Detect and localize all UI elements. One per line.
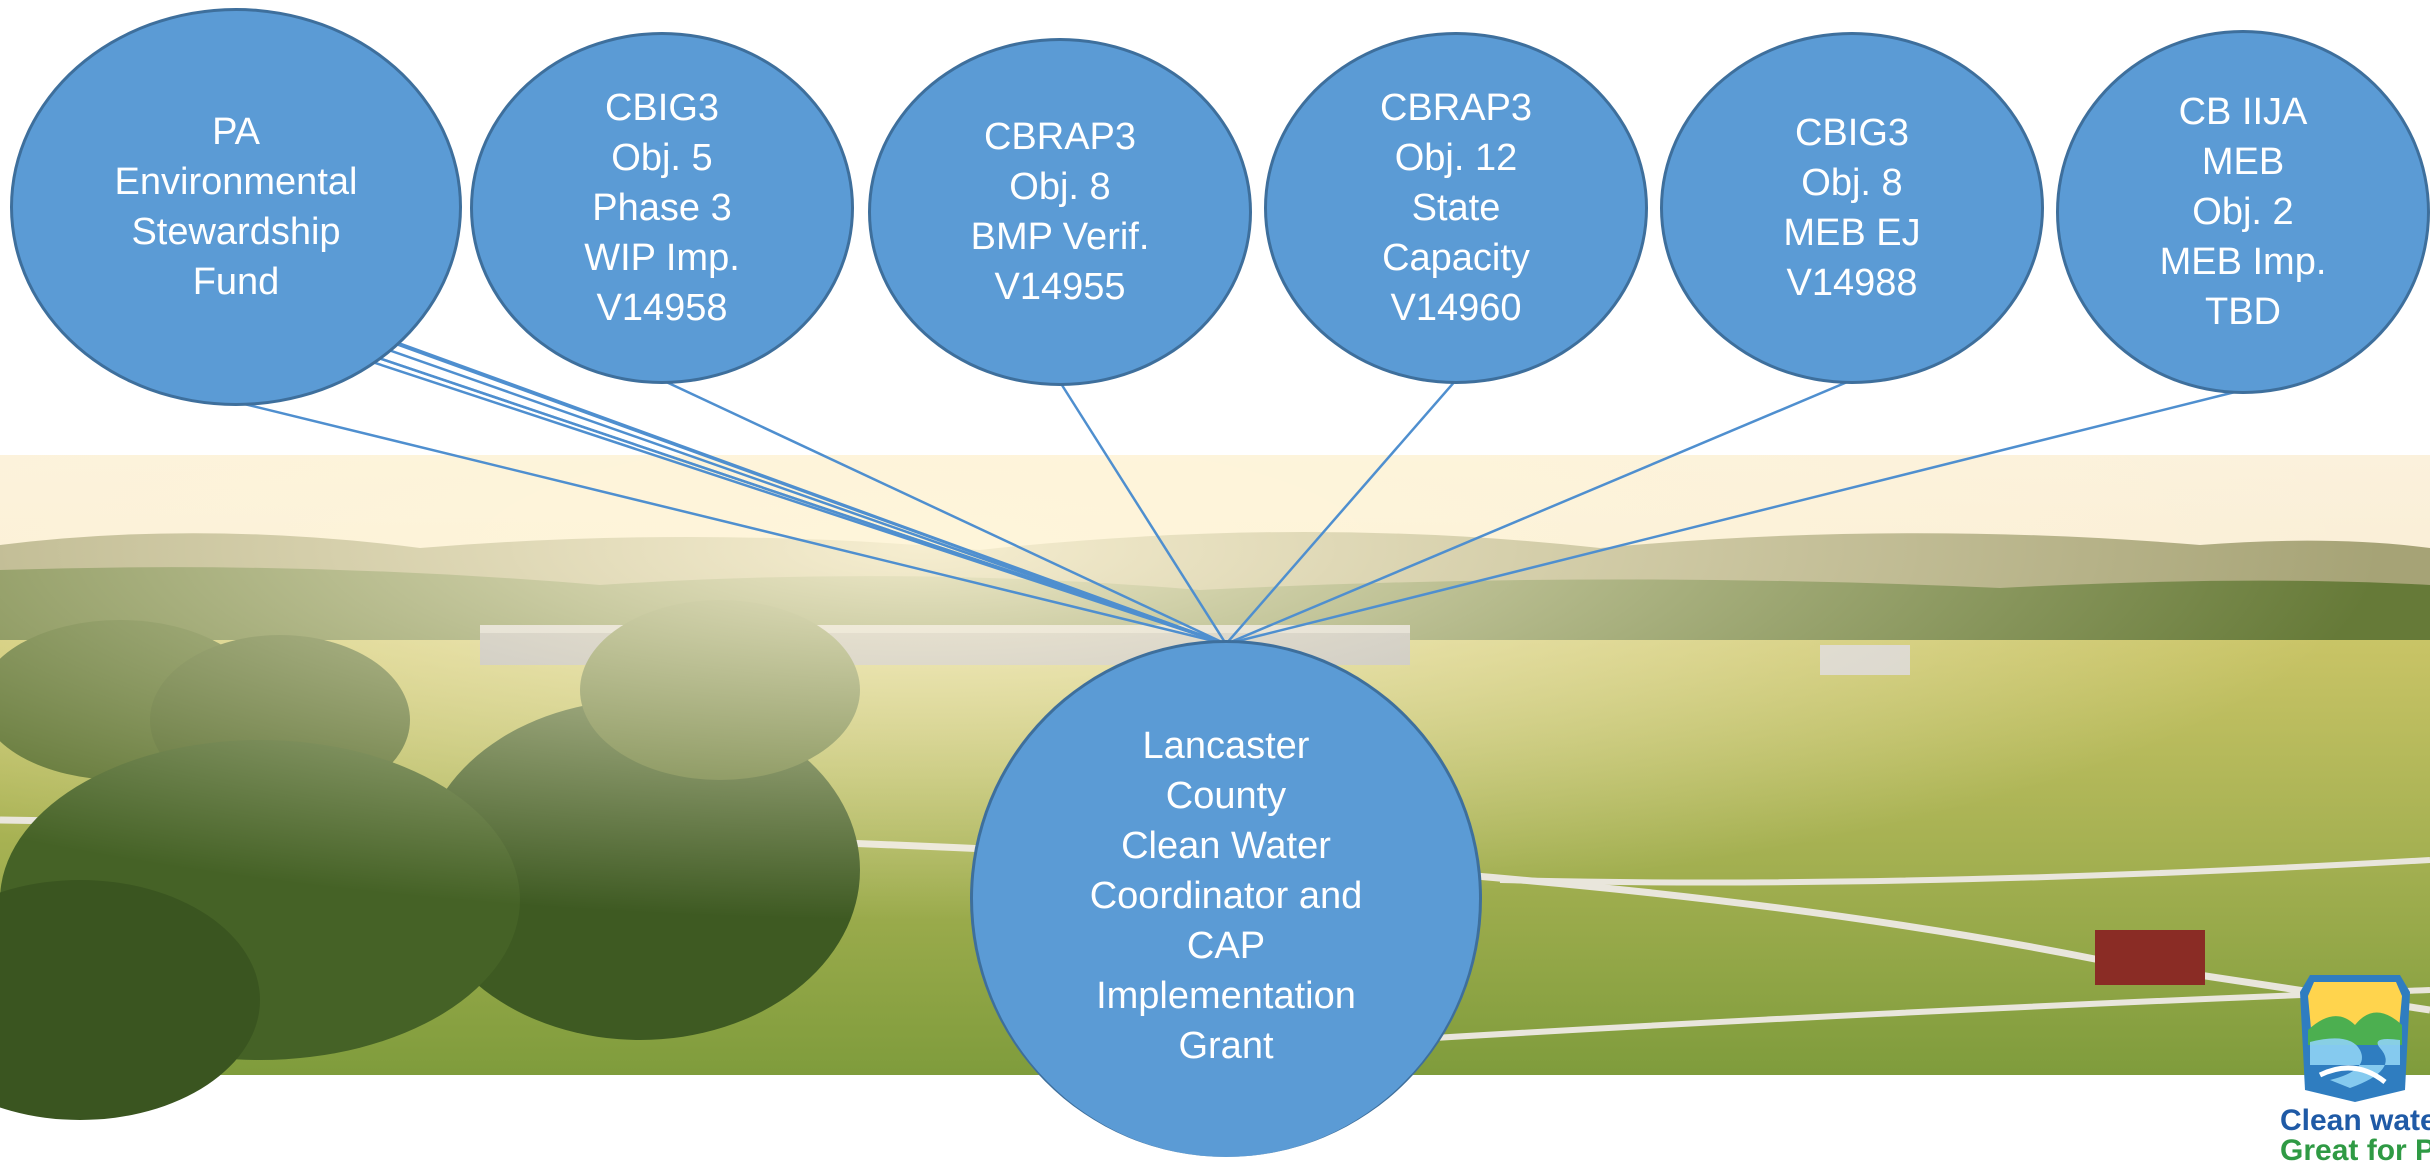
funding-node-text: PA Environmental Stewardship Fund: [114, 111, 358, 303]
connector-line-9: [1225, 378, 1853, 646]
funding-node-cbrap3-obj12: CBRAP3 Obj. 12 State Capacity V14960: [1264, 32, 1648, 384]
funding-node-cbig3-obj5: CBIG3 Obj. 5 Phase 3 WIP Imp. V14958: [470, 32, 854, 384]
central-grant-node: Lancaster County Clean Water Coordinator…: [970, 640, 1482, 1157]
funding-node-text: CBIG3 Obj. 8 MEB EJ V14988: [1783, 112, 1921, 304]
keystone-river-logo-icon: [2300, 975, 2410, 1102]
logo-line-1: Clean water: [2280, 1104, 2430, 1137]
connector-line-11: [1225, 388, 2244, 646]
funding-node-text: CBRAP3 Obj. 8 BMP Verif. V14955: [970, 116, 1150, 308]
connector-line-3: [661, 378, 1227, 646]
connector-line-1: [235, 400, 1227, 646]
logo-line-2: Great for PA: [2280, 1134, 2430, 1167]
central-grant-text: Lancaster County Clean Water Coordinator…: [1089, 725, 1363, 1067]
funding-node-cbrap3-obj8: CBRAP3 Obj. 8 BMP Verif. V14955: [868, 38, 1252, 386]
funding-node-text: CB IIJA MEB Obj. 2 MEB Imp. TBD: [2159, 91, 2327, 333]
funding-node-pa-environmental-stewardship-fund: PA Environmental Stewardship Fund: [10, 8, 462, 406]
funding-node-cbig3-obj8: CBIG3 Obj. 8 MEB EJ V14988: [1660, 32, 2044, 384]
funding-node-text: CBIG3 Obj. 5 Phase 3 WIP Imp. V14958: [584, 87, 740, 329]
funding-node-cb-iija-meb: CB IIJA MEB Obj. 2 MEB Imp. TBD: [2056, 30, 2430, 394]
funding-node-text: CBRAP3 Obj. 12 State Capacity V14960: [1379, 87, 1533, 329]
connector-line-5: [1058, 381, 1228, 645]
connector-line-7: [1225, 379, 1457, 645]
clean-water-great-for-pa-logo: Clean water Great for PA: [2280, 970, 2430, 1166]
